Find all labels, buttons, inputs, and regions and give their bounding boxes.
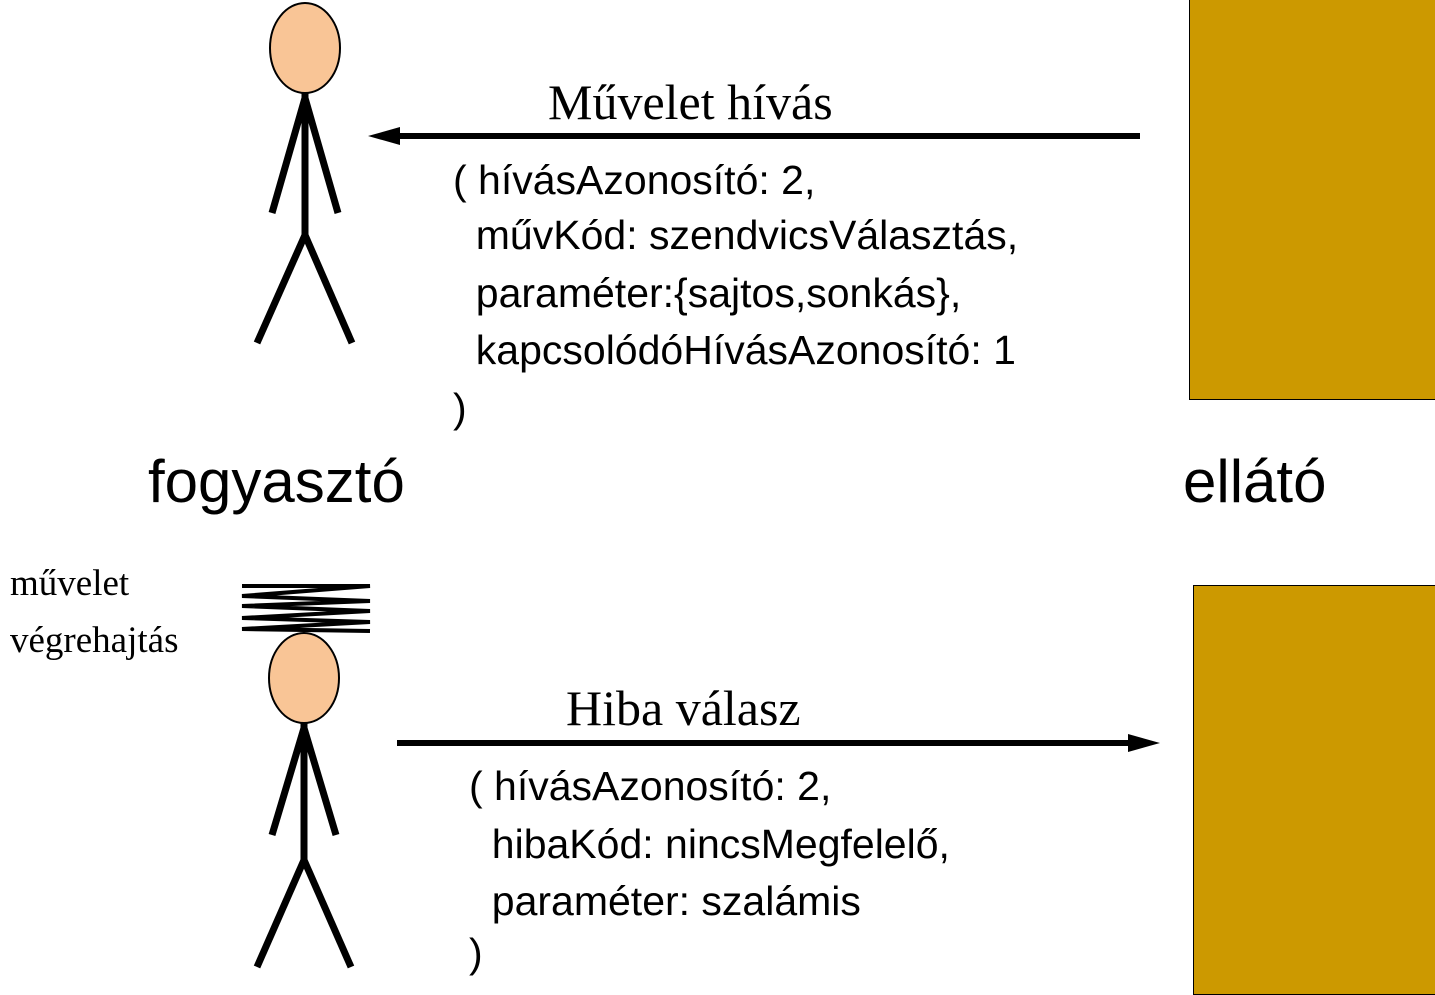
actor-head <box>269 2 341 94</box>
actor-head <box>268 632 340 724</box>
error-arrow-label: Hiba válasz <box>566 680 801 736</box>
execution-label: művelet <box>10 563 130 604</box>
error-message-line: ) <box>469 930 483 976</box>
call-message-line: kapcsolódóHívásAzonosító: 1 <box>453 327 1016 373</box>
provider-box-bottom <box>1193 585 1435 995</box>
call-arrow <box>368 127 1140 145</box>
error-message-line: ( hívásAzonosító: 2, <box>469 763 832 809</box>
call-message-line: ) <box>453 385 467 431</box>
call-message-line: paraméter:{sajtos,sonkás}, <box>453 270 962 316</box>
call-message-line: ( hívásAzonosító: 2, <box>453 157 816 203</box>
consumer-figure-top <box>253 2 356 345</box>
execution-label: végrehajtás <box>10 620 179 661</box>
execution-zigzag <box>241 584 371 633</box>
provider-label: ellátó <box>1183 448 1327 515</box>
error-message-line: paraméter: szalámis <box>469 878 861 924</box>
error-reply-arrow <box>397 734 1160 752</box>
call-message-line: művKód: szendvicsVálasztás, <box>453 212 1019 258</box>
consumer-label: fogyasztó <box>148 448 405 515</box>
call-arrow-label: Művelet hívás <box>548 74 833 130</box>
consumer-figure-bottom <box>253 632 355 969</box>
error-message-line: hibaKód: nincsMegfelelő, <box>469 821 950 867</box>
provider-box-top <box>1189 0 1435 400</box>
